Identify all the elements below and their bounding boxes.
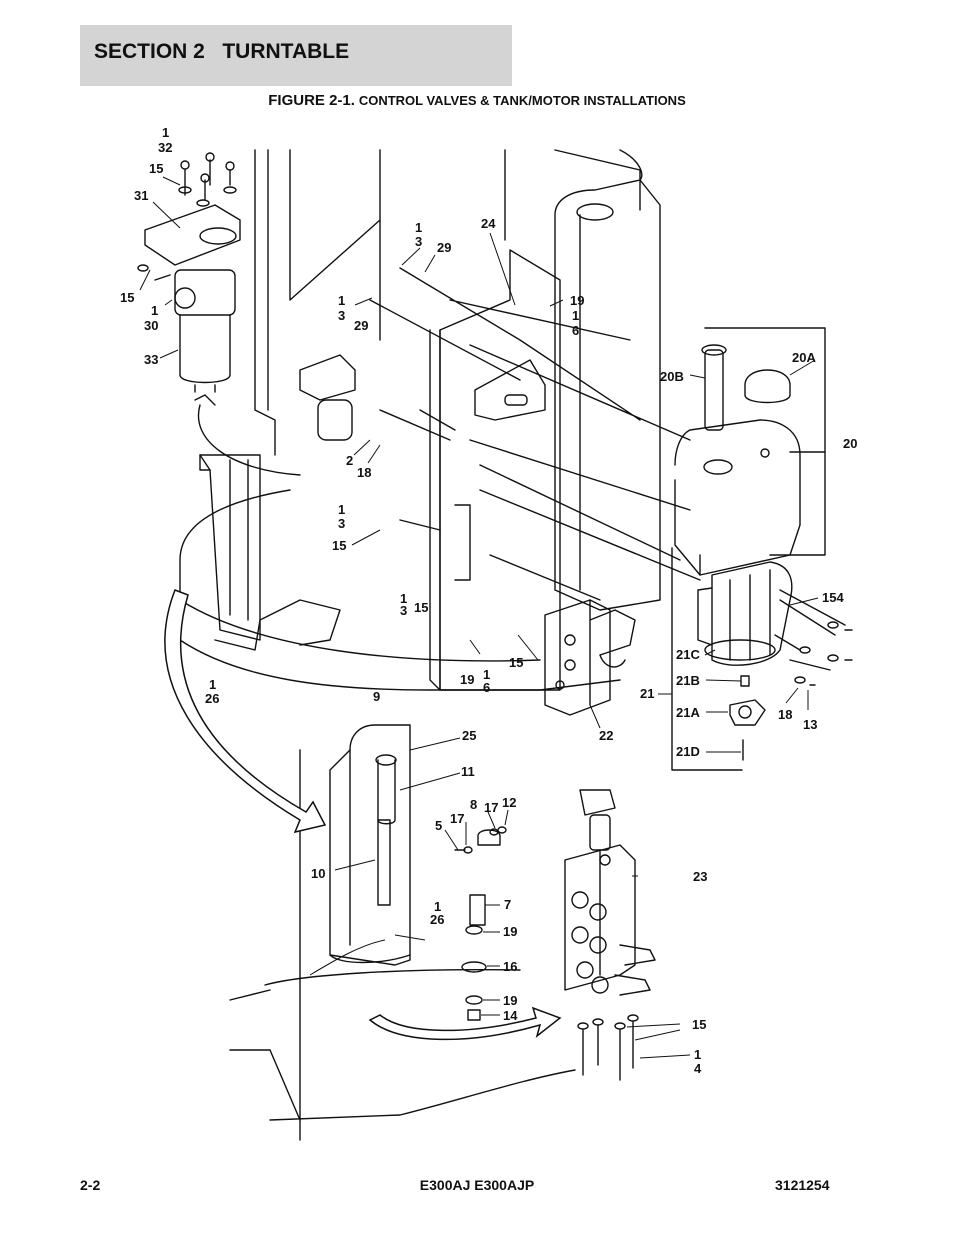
callout: 20 — [843, 436, 857, 451]
section-title: SECTION 2 TURNTABLE — [94, 40, 350, 63]
callout: 1 — [572, 308, 579, 323]
callout: 18 — [357, 465, 371, 480]
filter-head — [174, 269, 236, 316]
callout: 15 — [120, 290, 134, 305]
callout: 24 — [481, 216, 496, 231]
callout: 19 — [503, 924, 517, 939]
callout: 10 — [311, 866, 325, 881]
callout: 29 — [354, 318, 368, 333]
manifold-23 — [564, 844, 636, 991]
callout-labels: 1 32 15 31 15 1 30 33 1 3 29 24 1 3 29 1… — [120, 125, 857, 1076]
callout: 21 — [640, 686, 654, 701]
callout: 30 — [144, 318, 158, 333]
callout: 1 — [694, 1047, 701, 1062]
figure-caption: FIGURE 2-1. CONTROL VALVES & TANK/MOTOR … — [0, 92, 954, 109]
callout: 25 — [462, 728, 476, 743]
hydraulic-tank — [674, 419, 801, 576]
callout: 21D — [676, 744, 700, 759]
footer-page-number: 2-2 — [80, 1177, 101, 1193]
callout: 6 — [483, 680, 490, 695]
callout: 14 — [503, 1008, 518, 1023]
turntable-base — [267, 149, 643, 411]
footer-doc-number: 3121254 — [775, 1177, 830, 1193]
assembly-arrow-left — [164, 589, 327, 834]
filter-bowl — [179, 314, 231, 384]
callout: 1 — [162, 125, 169, 140]
callout: 13 — [803, 717, 817, 732]
callout: 4 — [694, 1061, 702, 1076]
callout: 3 — [338, 308, 345, 323]
callout: 9 — [373, 689, 380, 704]
filter-bracket — [144, 204, 241, 266]
callout: 15 — [692, 1017, 706, 1032]
callout: 15 — [149, 161, 163, 176]
callout: 17 — [450, 811, 464, 826]
right-column — [554, 179, 661, 611]
callout: 11 — [461, 764, 475, 779]
callout: 19 — [570, 293, 584, 308]
callout: 8 — [470, 797, 477, 812]
callout: 23 — [693, 869, 707, 884]
callout: 1 — [151, 303, 158, 318]
callout: 15 — [332, 538, 346, 553]
callout: 15 — [509, 655, 523, 670]
callout: 19 — [503, 993, 517, 1008]
callout: 18 — [778, 707, 792, 722]
callout: 1 — [338, 293, 345, 308]
callout: 17 — [484, 800, 498, 815]
figure-number: FIGURE 2-1. — [268, 92, 355, 109]
callout: 21B — [676, 673, 700, 688]
callout: 1 — [338, 502, 345, 517]
callout: 12 — [502, 795, 516, 810]
callout: 7 — [504, 897, 511, 912]
callout: 26 — [430, 912, 444, 927]
callout: 19 — [460, 672, 474, 687]
callout: 16 — [503, 959, 517, 974]
callout: 31 — [134, 188, 148, 203]
callout: 1 — [483, 667, 490, 682]
figure-title: CONTROL VALVES & TANK/MOTOR INSTALLATION… — [358, 93, 686, 108]
callout: 3 — [338, 516, 345, 531]
callout: 1 — [400, 591, 407, 606]
callout: 29 — [437, 240, 451, 255]
callout: 21C — [676, 647, 700, 662]
callout: 21A — [676, 705, 700, 720]
callout: 1 — [415, 220, 422, 235]
callout: 33 — [144, 352, 158, 367]
assembly-arrow-right — [368, 1006, 562, 1041]
callout: 5 — [435, 818, 442, 833]
callout: 32 — [158, 140, 172, 155]
mid-filter — [299, 354, 356, 401]
callout: 26 — [205, 691, 219, 706]
electric-motor — [711, 561, 793, 666]
callout: 154 — [822, 590, 844, 605]
left-column — [199, 454, 261, 641]
callout: 22 — [599, 728, 613, 743]
pump-handle-bracket — [329, 724, 411, 966]
callout: 3 — [400, 603, 407, 618]
section-header-band: SECTION 2 TURNTABLE — [80, 25, 512, 86]
callout: 20A — [792, 350, 816, 365]
center-plate — [439, 249, 561, 691]
footer-model: E300AJ E300AJP — [419, 1177, 535, 1193]
callout: 2 — [346, 453, 353, 468]
callout: 1 — [209, 677, 216, 692]
callout: 3 — [415, 234, 422, 249]
callout: 1 — [434, 899, 441, 914]
callout: 15 — [414, 600, 428, 615]
callout: 6 — [572, 323, 579, 338]
callout: 20B — [660, 369, 684, 384]
